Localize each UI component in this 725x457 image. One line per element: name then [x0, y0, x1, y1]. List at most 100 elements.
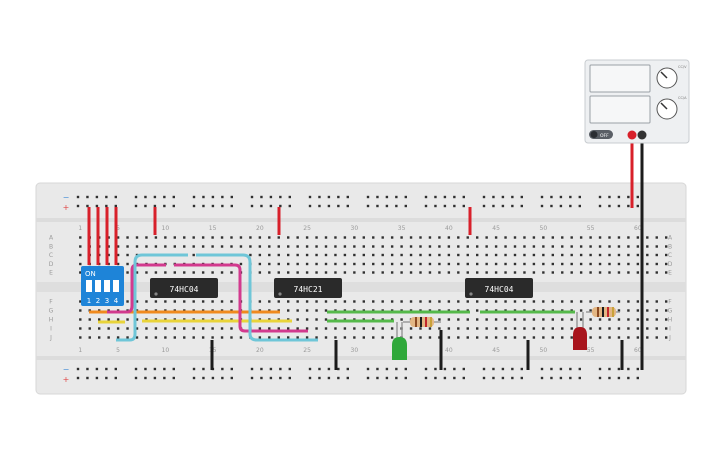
breadboard-hole[interactable] — [230, 271, 233, 274]
breadboard-hole[interactable] — [145, 236, 148, 239]
breadboard-hole[interactable] — [172, 367, 175, 371]
breadboard-hole[interactable] — [598, 262, 602, 266]
breadboard-hole[interactable] — [220, 245, 224, 248]
breadboard-hole[interactable] — [154, 245, 158, 248]
breadboard-hole[interactable] — [457, 262, 460, 266]
breadboard-hole[interactable] — [419, 271, 422, 274]
breadboard-hole[interactable] — [513, 318, 517, 321]
breadboard-hole[interactable] — [551, 336, 554, 339]
breadboard-hole[interactable] — [627, 236, 630, 239]
breadboard-hole[interactable] — [362, 336, 365, 339]
breadboard-hole[interactable] — [144, 376, 147, 380]
breadboard-hole[interactable] — [211, 236, 214, 239]
breadboard-hole[interactable] — [372, 327, 375, 330]
breadboard-hole[interactable] — [79, 253, 82, 257]
breadboard-hole[interactable] — [287, 253, 290, 257]
breadboard-hole[interactable] — [79, 327, 82, 330]
resistor-1[interactable] — [403, 317, 441, 327]
breadboard-hole[interactable] — [154, 236, 158, 239]
breadboard-hole[interactable] — [532, 245, 536, 248]
breadboard-hole[interactable] — [366, 195, 370, 199]
wire-cyan[interactable] — [196, 253, 318, 342]
breadboard-hole[interactable] — [114, 195, 117, 199]
breadboard-hole[interactable] — [542, 318, 545, 321]
breadboard-hole[interactable] — [569, 195, 572, 199]
breadboard-hole[interactable] — [343, 253, 347, 257]
breadboard-hole[interactable] — [447, 245, 451, 248]
breadboard-hole[interactable] — [250, 367, 254, 371]
breadboard-hole[interactable] — [504, 318, 507, 321]
breadboard-hole[interactable] — [513, 300, 517, 303]
breadboard-hole[interactable] — [183, 271, 186, 274]
breadboard-hole[interactable] — [428, 236, 432, 239]
breadboard-hole[interactable] — [308, 195, 312, 199]
breadboard-hole[interactable] — [154, 271, 158, 274]
breadboard-hole[interactable] — [542, 245, 545, 248]
breadboard-hole[interactable] — [202, 195, 205, 199]
breadboard-hole[interactable] — [327, 376, 331, 380]
breadboard-hole[interactable] — [183, 336, 186, 339]
breadboard-hole[interactable] — [579, 271, 583, 274]
breadboard-hole[interactable] — [318, 376, 321, 380]
breadboard-hole[interactable] — [438, 271, 441, 274]
breadboard-hole[interactable] — [385, 367, 389, 371]
breadboard-hole[interactable] — [279, 376, 282, 380]
breadboard-hole[interactable] — [646, 336, 649, 339]
breadboard-hole[interactable] — [492, 195, 495, 199]
breadboard-hole[interactable] — [561, 253, 564, 257]
breadboard-hole[interactable] — [428, 336, 432, 339]
breadboard-hole[interactable] — [570, 327, 573, 330]
breadboard-hole[interactable] — [655, 262, 658, 266]
breadboard-hole[interactable] — [95, 204, 99, 208]
breadboard-hole[interactable] — [105, 204, 108, 208]
breadboard-hole[interactable] — [116, 327, 120, 330]
breadboard-hole[interactable] — [636, 309, 640, 312]
breadboard-hole[interactable] — [366, 367, 370, 371]
breadboard-hole[interactable] — [183, 245, 186, 248]
breadboard-hole[interactable] — [636, 236, 640, 239]
breadboard-hole[interactable] — [608, 195, 611, 199]
breadboard-hole[interactable] — [589, 336, 592, 339]
breadboard-hole[interactable] — [438, 318, 441, 321]
breadboard-hole[interactable] — [447, 253, 451, 257]
breadboard-hole[interactable] — [395, 195, 398, 199]
breadboard-hole[interactable] — [79, 236, 82, 239]
breadboard-hole[interactable] — [665, 271, 668, 274]
breadboard-hole[interactable] — [134, 376, 138, 380]
breadboard-hole[interactable] — [428, 271, 432, 274]
breadboard-hole[interactable] — [447, 327, 451, 330]
breadboard-hole[interactable] — [561, 336, 564, 339]
breadboard-hole[interactable] — [269, 376, 273, 380]
breadboard-hole[interactable] — [598, 245, 602, 248]
wire-cyan[interactable] — [116, 253, 188, 342]
breadboard-hole[interactable] — [334, 253, 337, 257]
breadboard-hole[interactable] — [492, 376, 495, 380]
breadboard-hole[interactable] — [457, 253, 460, 257]
breadboard-hole[interactable] — [542, 300, 545, 303]
breadboard-hole[interactable] — [279, 195, 282, 199]
breadboard-hole[interactable] — [230, 195, 233, 199]
breadboard-hole[interactable] — [135, 336, 139, 339]
breadboard-hole[interactable] — [258, 271, 262, 274]
breadboard-hole[interactable] — [76, 376, 80, 380]
breadboard-hole[interactable] — [296, 309, 299, 312]
breadboard-hole[interactable] — [504, 245, 507, 248]
breadboard-hole[interactable] — [381, 336, 384, 339]
breadboard-hole[interactable] — [153, 376, 157, 380]
breadboard-hole[interactable] — [485, 318, 488, 321]
breadboard-hole[interactable] — [116, 262, 120, 266]
breadboard-hole[interactable] — [492, 204, 495, 208]
breadboard-hole[interactable] — [513, 271, 517, 274]
breadboard-hole[interactable] — [438, 262, 441, 266]
breadboard-hole[interactable] — [287, 300, 290, 303]
breadboard-hole[interactable] — [126, 245, 129, 248]
breadboard-hole[interactable] — [494, 262, 498, 266]
breadboard-hole[interactable] — [561, 327, 564, 330]
breadboard-hole[interactable] — [277, 262, 280, 266]
breadboard-hole[interactable] — [343, 271, 347, 274]
breadboard-hole[interactable] — [589, 236, 592, 239]
breadboard-hole[interactable] — [305, 253, 309, 257]
breadboard-hole[interactable] — [504, 300, 507, 303]
breadboard-hole[interactable] — [277, 336, 280, 339]
breadboard-hole[interactable] — [268, 327, 271, 330]
